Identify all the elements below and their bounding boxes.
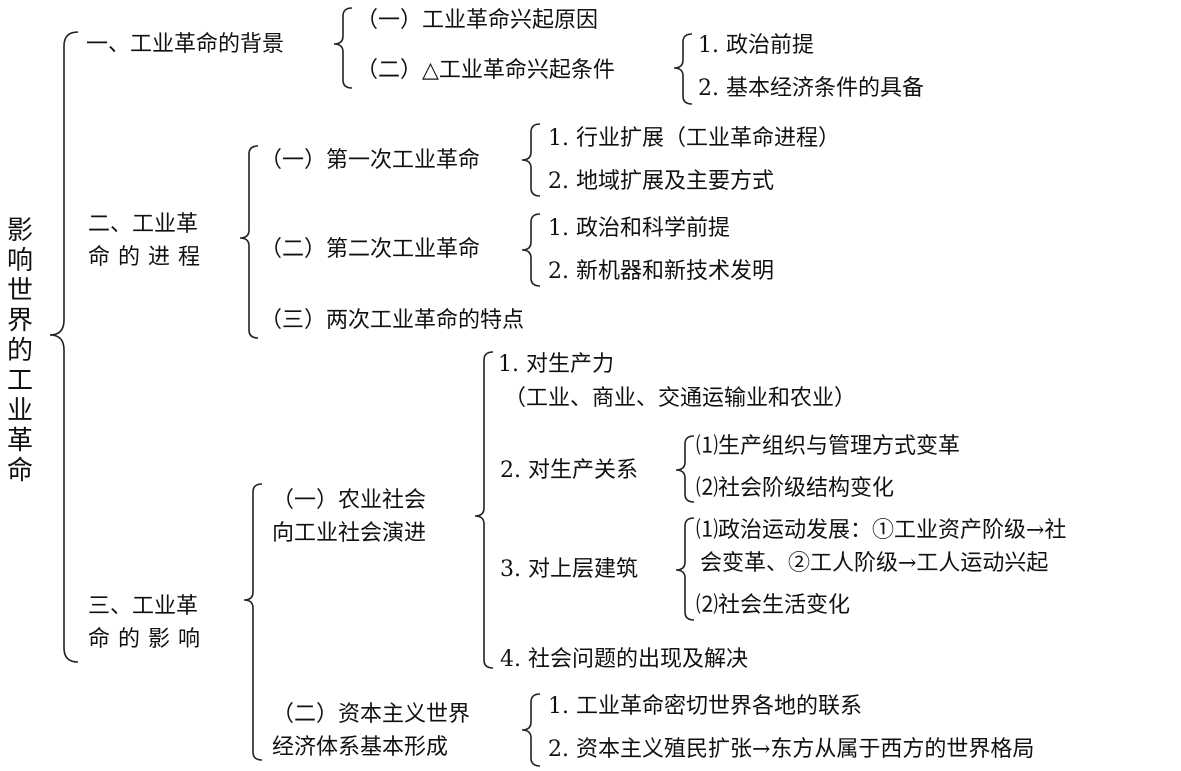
s3-item-b-line2: 经济体系基本形成	[272, 735, 449, 760]
s3-a4: 4. 社会问题的出现及解决	[500, 647, 748, 672]
s3-b-item-2: 2. 资本主义殖民扩张→东方从属于西方的世界格局	[548, 737, 1035, 762]
s3-b-item-1: 1. 工业革命密切世界各地的联系	[548, 694, 862, 719]
s1-title: 一、工业革命的背景	[86, 32, 285, 57]
s2-item-a: （一）第一次工业革命	[260, 148, 481, 173]
bracket-s1b	[673, 33, 693, 105]
bracket-s1	[333, 7, 353, 89]
s1-b-item-2: 2. 基本经济条件的具备	[698, 76, 924, 101]
s3-a1-line1: 1. 对生产力	[498, 352, 614, 377]
s3-a1-line2: （工业、商业、交通运输业和农业）	[504, 386, 857, 411]
s3-item-b-line1: （二）资本主义世界	[272, 702, 471, 727]
s2-title-line1: 二、工业革	[88, 212, 199, 237]
s2-item-b: （二）第二次工业革命	[260, 237, 481, 262]
bracket-root	[49, 31, 79, 663]
s3-a3: 3. 对上层建筑	[500, 557, 638, 582]
s2-item-c: （三）两次工业革命的特点	[260, 308, 525, 333]
s3-title-line1: 三、工业革	[88, 594, 199, 619]
s3-item-a-line1: （一）农业社会	[272, 488, 427, 513]
bracket-s3a3	[675, 517, 695, 621]
s1-item-b: （二）△工业革命兴起条件	[356, 58, 615, 83]
s1-item-a: （一）工业革命兴起原因	[356, 8, 599, 33]
s2-a-item-2: 2. 地域扩展及主要方式	[548, 169, 774, 194]
bracket-s2b	[521, 213, 541, 287]
s3-a3-item1-line1: ⑴政治运动发展：①工业资产阶级→社	[696, 518, 1067, 543]
s1-b-item-1: 1. 政治前提	[698, 33, 814, 58]
s3-a2-item-2: ⑵社会阶级结构变化	[696, 476, 895, 501]
s3-a2: 2. 对生产关系	[500, 458, 638, 483]
bracket-s3	[243, 483, 263, 761]
s3-a2-item-1: ⑴生产组织与管理方式变革	[696, 434, 961, 459]
s2-title-line2: 命的进程	[88, 245, 209, 270]
s2-b-item-1: 1. 政治和科学前提	[548, 216, 730, 241]
bracket-s2a	[521, 123, 541, 197]
bracket-s2	[239, 145, 259, 339]
s3-a3-item1-line2: 会变革、②工人阶级→工人运动兴起	[700, 551, 1049, 576]
bracket-s3b	[521, 693, 541, 767]
s3-title-line2: 命的影响	[88, 627, 209, 652]
s2-b-item-2: 2. 新机器和新技术发明	[548, 259, 774, 284]
bracket-s3a	[474, 351, 494, 669]
bracket-s3a2	[675, 435, 695, 503]
s3-a3-item2: ⑵社会生活变化	[696, 593, 851, 618]
s3-item-a-line2: 向工业社会演进	[272, 521, 427, 546]
root-title: 影响世界的工业革命	[6, 216, 33, 486]
s2-a-item-1: 1. 行业扩展（工业革命进程）	[548, 126, 840, 151]
